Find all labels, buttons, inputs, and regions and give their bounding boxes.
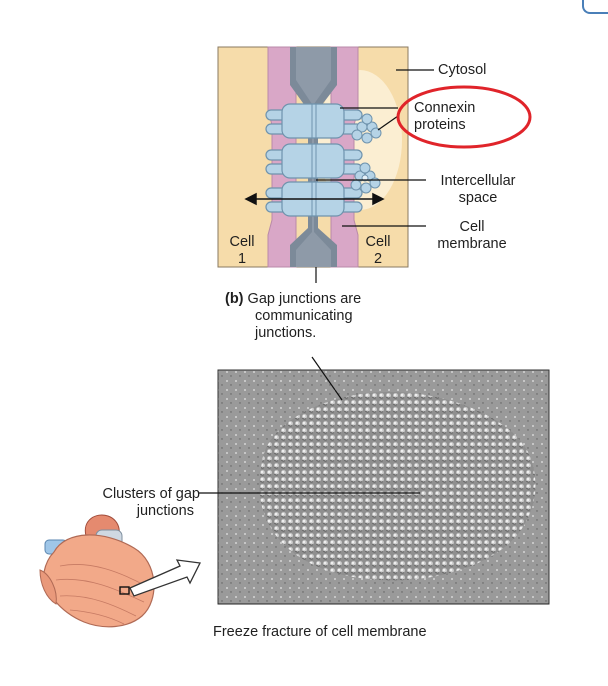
double-arrow bbox=[244, 192, 385, 206]
label-cell-2: Cell 2 bbox=[358, 234, 398, 268]
label-clusters-line1: Clusters of gap bbox=[102, 486, 200, 502]
connexin-channels bbox=[265, 103, 363, 217]
corner-decoration bbox=[582, 0, 608, 14]
label-cell2-line2: 2 bbox=[373, 251, 383, 267]
label-membrane-line1: Cell bbox=[459, 219, 485, 235]
label-clusters-of-gap-junctions: Clusters of gap junctions bbox=[84, 486, 200, 520]
label-intercellular-line2: space bbox=[458, 190, 498, 206]
gap-junction-cluster bbox=[259, 392, 536, 581]
label-clusters-line2: junctions bbox=[136, 503, 194, 519]
label-connexin-line2: proteins bbox=[414, 117, 466, 133]
label-cytosol: Cytosol bbox=[438, 62, 487, 78]
label-connexin-line1: Connexin bbox=[414, 100, 476, 116]
label-cell-1: Cell 1 bbox=[222, 234, 262, 268]
highlight-oval bbox=[396, 85, 532, 149]
caption-prefix: (b) bbox=[225, 291, 244, 307]
caption-line2: communicating bbox=[255, 308, 353, 324]
label-cell-membrane: Cell membrane bbox=[424, 219, 520, 253]
leader-lines bbox=[315, 69, 434, 283]
label-intercellular-space: Intercellular space bbox=[420, 173, 536, 207]
diagram-caption: (b) Gap junctions are communicating junc… bbox=[225, 291, 425, 342]
label-cell1-line2: 1 bbox=[237, 251, 247, 267]
connexon-rosettes bbox=[350, 113, 382, 194]
micrograph-caption: Freeze fracture of cell membrane bbox=[213, 624, 427, 640]
label-membrane-line2: membrane bbox=[437, 236, 507, 252]
caption-line1: Gap junctions are bbox=[247, 291, 362, 307]
label-intercellular-line1: Intercellular bbox=[440, 173, 516, 189]
caption-line3: junctions. bbox=[255, 325, 317, 341]
heart-icon bbox=[39, 514, 155, 628]
label-cell2-line1: Cell bbox=[365, 234, 391, 250]
label-cell1-line1: Cell bbox=[229, 234, 255, 250]
label-connexin-proteins: Connexin proteins bbox=[414, 100, 514, 134]
magnify-arrow-icon bbox=[129, 559, 201, 597]
